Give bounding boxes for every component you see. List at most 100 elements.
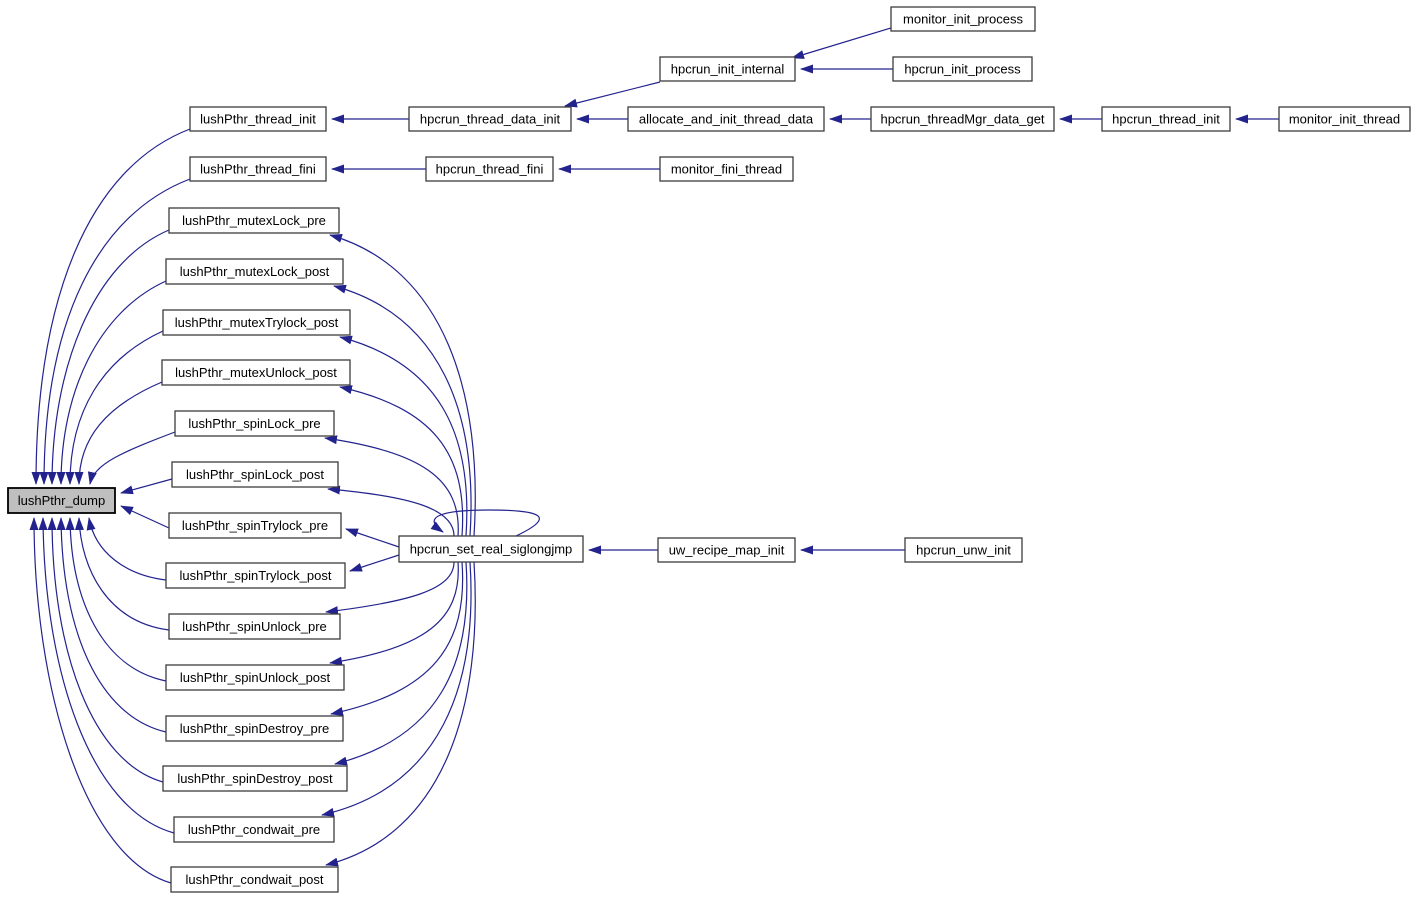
node-box[interactable] bbox=[168, 613, 341, 640]
node-box[interactable] bbox=[892, 56, 1033, 82]
node-label-lushPthr_spinLock_post: lushPthr_spinLock_post bbox=[186, 467, 324, 482]
node-box[interactable] bbox=[1278, 106, 1411, 132]
graph-node-lushPthr_spinDestroy_post[interactable]: lushPthr_spinDestroy_post bbox=[162, 765, 348, 792]
node-box[interactable] bbox=[659, 156, 794, 182]
node-box[interactable] bbox=[165, 664, 345, 691]
node-box[interactable] bbox=[174, 410, 335, 437]
graph-edges bbox=[29, 27, 1279, 884]
node-box-highlighted[interactable] bbox=[7, 487, 116, 514]
edge-hpcrun_set_real_siglongjmp-to-lushPthr_mutexLock_post bbox=[333, 284, 472, 537]
edge-lushPthr_spinTrylock_pre-to-lushPthr_dump bbox=[120, 505, 170, 529]
node-box[interactable] bbox=[173, 816, 335, 843]
edge-hpcrun_set_real_siglongjmp-to-lushPthr_spinTrylock_post bbox=[349, 554, 400, 572]
node-box[interactable] bbox=[171, 461, 339, 488]
node-box[interactable] bbox=[170, 866, 339, 893]
node-label-hpcrun_unw_init: hpcrun_unw_init bbox=[916, 542, 1011, 557]
edge-lushPthr_mutexUnlock_post-to-lushPthr_dump bbox=[74, 381, 163, 485]
node-label-uw_recipe_map_init: uw_recipe_map_init bbox=[669, 542, 785, 557]
graph-node-monitor_init_process[interactable]: monitor_init_process bbox=[890, 6, 1036, 32]
node-label-hpcrun_init_process: hpcrun_init_process bbox=[904, 61, 1021, 76]
graph-node-lushPthr_condwait_post[interactable]: lushPthr_condwait_post bbox=[170, 866, 339, 893]
node-box[interactable] bbox=[165, 258, 344, 285]
node-box[interactable] bbox=[162, 309, 351, 336]
graph-node-lushPthr_thread_fini[interactable]: lushPthr_thread_fini bbox=[189, 156, 327, 182]
graph-node-lushPthr_spinUnlock_post[interactable]: lushPthr_spinUnlock_post bbox=[165, 664, 345, 691]
edge-monitor_init_process-to-hpcrun_init_internal bbox=[791, 27, 892, 59]
node-label-lushPthr_thread_init: lushPthr_thread_init bbox=[200, 111, 316, 126]
node-box[interactable] bbox=[425, 156, 554, 182]
node-label-lushPthr_spinTrylock_post: lushPthr_spinTrylock_post bbox=[180, 568, 332, 583]
node-label-lushPthr_spinTrylock_pre: lushPthr_spinTrylock_pre bbox=[182, 518, 328, 533]
edge-lushPthr_condwait_pre-to-lushPthr_dump bbox=[38, 517, 175, 834]
node-box[interactable] bbox=[165, 715, 344, 742]
graph-node-hpcrun_threadMgr_data_get[interactable]: hpcrun_threadMgr_data_get bbox=[870, 106, 1055, 132]
node-box[interactable] bbox=[659, 56, 796, 82]
node-label-allocate_and_init_thread_data: allocate_and_init_thread_data bbox=[639, 111, 814, 126]
graph-node-lushPthr_spinDestroy_pre[interactable]: lushPthr_spinDestroy_pre bbox=[165, 715, 344, 742]
graph-node-hpcrun_init_process[interactable]: hpcrun_init_process bbox=[892, 56, 1033, 82]
node-box[interactable] bbox=[627, 106, 825, 132]
graph-node-lushPthr_spinTrylock_post[interactable]: lushPthr_spinTrylock_post bbox=[165, 562, 346, 589]
node-label-hpcrun_set_real_siglongjmp: hpcrun_set_real_siglongjmp bbox=[410, 541, 573, 556]
edge-hpcrun_set_real_siglongjmp-to-lushPthr_mutexTrylock_post bbox=[339, 335, 468, 537]
node-label-lushPthr_dump: lushPthr_dump bbox=[18, 493, 105, 508]
node-label-lushPthr_condwait_pre: lushPthr_condwait_pre bbox=[188, 822, 320, 837]
edge-lushPthr_thread_fini-to-lushPthr_dump bbox=[39, 178, 191, 485]
node-label-hpcrun_thread_init: hpcrun_thread_init bbox=[1112, 111, 1220, 126]
graph-node-hpcrun_thread_data_init[interactable]: hpcrun_thread_data_init bbox=[408, 106, 572, 132]
graph-node-hpcrun_thread_init[interactable]: hpcrun_thread_init bbox=[1101, 106, 1231, 132]
node-box[interactable] bbox=[904, 537, 1023, 563]
edge-hpcrun_set_real_siglongjmp-to-lushPthr_mutexLock_pre bbox=[329, 233, 476, 537]
graph-node-lushPthr_dump[interactable]: lushPthr_dump bbox=[7, 487, 116, 514]
edge-lushPthr_mutexLock_pre-to-lushPthr_dump bbox=[47, 229, 170, 485]
node-box[interactable] bbox=[168, 207, 340, 234]
graph-node-hpcrun_thread_fini[interactable]: hpcrun_thread_fini bbox=[425, 156, 554, 182]
edge-hpcrun_set_real_siglongjmp-to-lushPthr_spinUnlock_post bbox=[329, 561, 459, 666]
node-box[interactable] bbox=[161, 359, 351, 386]
edge-lushPthr_spinTrylock_post-to-lushPthr_dump bbox=[86, 517, 167, 581]
graph-node-lushPthr_spinTrylock_pre[interactable]: lushPthr_spinTrylock_pre bbox=[168, 512, 342, 539]
graph-node-lushPthr_mutexLock_post[interactable]: lushPthr_mutexLock_post bbox=[165, 258, 344, 285]
graph-node-lushPthr_mutexTrylock_post[interactable]: lushPthr_mutexTrylock_post bbox=[162, 309, 351, 336]
graph-node-uw_recipe_map_init[interactable]: uw_recipe_map_init bbox=[657, 537, 796, 563]
graph-node-lushPthr_spinLock_post[interactable]: lushPthr_spinLock_post bbox=[171, 461, 339, 488]
node-label-lushPthr_spinDestroy_pre: lushPthr_spinDestroy_pre bbox=[180, 721, 330, 736]
node-label-lushPthr_spinDestroy_post: lushPthr_spinDestroy_post bbox=[177, 771, 333, 786]
graph-node-hpcrun_set_real_siglongjmp[interactable]: hpcrun_set_real_siglongjmp bbox=[398, 535, 584, 563]
edge-lushPthr_spinUnlock_post-to-lushPthr_dump bbox=[65, 517, 167, 682]
graph-node-hpcrun_unw_init[interactable]: hpcrun_unw_init bbox=[904, 537, 1023, 563]
edge-lushPthr_spinDestroy_pre-to-lushPthr_dump bbox=[56, 517, 167, 733]
graph-node-lushPthr_mutexLock_pre[interactable]: lushPthr_mutexLock_pre bbox=[168, 207, 340, 234]
graph-node-monitor_fini_thread[interactable]: monitor_fini_thread bbox=[659, 156, 794, 182]
edge-hpcrun_set_real_siglongjmp-to-lushPthr_spinTrylock_pre bbox=[345, 528, 400, 548]
node-box[interactable] bbox=[870, 106, 1055, 132]
node-box[interactable] bbox=[657, 537, 796, 563]
node-box[interactable] bbox=[162, 765, 348, 792]
edge-hpcrun_set_real_siglongjmp-to-lushPthr_condwait_post bbox=[325, 561, 476, 867]
graph-node-lushPthr_thread_init[interactable]: lushPthr_thread_init bbox=[189, 106, 327, 132]
graph-node-lushPthr_mutexUnlock_post[interactable]: lushPthr_mutexUnlock_post bbox=[161, 359, 351, 386]
node-box[interactable] bbox=[165, 562, 346, 589]
node-box[interactable] bbox=[408, 106, 572, 132]
edge-lushPthr_mutexTrylock_post-to-lushPthr_dump bbox=[65, 330, 164, 485]
graph-node-monitor_init_thread[interactable]: monitor_init_thread bbox=[1278, 106, 1411, 132]
node-box[interactable] bbox=[189, 156, 327, 182]
node-label-lushPthr_thread_fini: lushPthr_thread_fini bbox=[200, 161, 316, 176]
edge-lushPthr_mutexLock_post-to-lushPthr_dump bbox=[56, 280, 167, 485]
node-label-lushPthr_condwait_post: lushPthr_condwait_post bbox=[185, 872, 323, 887]
node-box[interactable] bbox=[189, 106, 327, 132]
graph-node-lushPthr_condwait_pre[interactable]: lushPthr_condwait_pre bbox=[173, 816, 335, 843]
node-box[interactable] bbox=[168, 512, 342, 539]
node-box[interactable] bbox=[890, 6, 1036, 32]
edge-hpcrun_set_real_siglongjmp-to-hpcrun_set_real_siglongjmp bbox=[430, 509, 540, 537]
node-box[interactable] bbox=[1101, 106, 1231, 132]
node-box[interactable] bbox=[398, 535, 584, 563]
node-label-hpcrun_init_internal: hpcrun_init_internal bbox=[671, 61, 785, 76]
graph-node-hpcrun_init_internal[interactable]: hpcrun_init_internal bbox=[659, 56, 796, 82]
graph-node-lushPthr_spinUnlock_pre[interactable]: lushPthr_spinUnlock_pre bbox=[168, 613, 341, 640]
graph-node-lushPthr_spinLock_pre[interactable]: lushPthr_spinLock_pre bbox=[174, 410, 335, 437]
edge-hpcrun_set_real_siglongjmp-to-lushPthr_condwait_pre bbox=[321, 561, 472, 817]
node-label-lushPthr_mutexUnlock_post: lushPthr_mutexUnlock_post bbox=[175, 365, 337, 380]
graph-node-allocate_and_init_thread_data[interactable]: allocate_and_init_thread_data bbox=[627, 106, 825, 132]
